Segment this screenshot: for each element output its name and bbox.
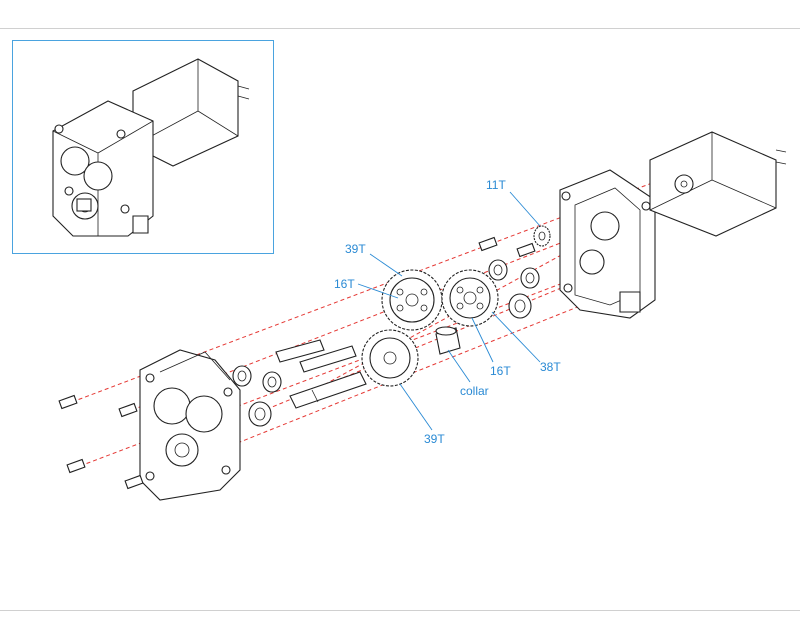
screw-2 xyxy=(118,402,138,418)
leader-lines xyxy=(357,191,541,431)
gear-39t-top xyxy=(381,269,443,331)
label-16t-left: 16T xyxy=(334,277,355,291)
label-38t-gear: 38T xyxy=(540,360,561,374)
screws xyxy=(58,236,536,490)
pinion-11t xyxy=(533,225,551,247)
screw-6 xyxy=(516,242,536,258)
left-gearbox-half xyxy=(139,349,241,501)
label-39t-top-gear: 39T xyxy=(345,242,366,256)
label-11t-pinion: 11T xyxy=(486,178,506,192)
label-collar: collar xyxy=(460,384,489,398)
gear-39t-bottom xyxy=(361,329,419,387)
bearing-2 xyxy=(262,371,282,393)
bearing-4 xyxy=(488,259,508,281)
shafts xyxy=(275,339,367,409)
collar-part xyxy=(435,326,461,355)
bearing-5 xyxy=(520,267,540,289)
inset-gearbox-body xyxy=(52,100,154,237)
screw-5 xyxy=(478,236,498,252)
screw-3 xyxy=(66,458,86,474)
motor xyxy=(649,131,787,237)
shaft-2 xyxy=(299,345,357,373)
bottom-divider xyxy=(0,610,800,611)
top-divider xyxy=(0,28,800,29)
bearing-3 xyxy=(248,401,272,427)
gear-38t xyxy=(441,269,499,327)
right-gearbox-half xyxy=(559,169,656,319)
bearings xyxy=(232,259,540,427)
output-shaft xyxy=(289,371,367,409)
bearing-1 xyxy=(232,365,252,387)
shaft-1 xyxy=(275,339,325,363)
inset-motor xyxy=(132,58,250,167)
screw-1 xyxy=(58,394,78,410)
assembled-gearbox-drawing xyxy=(52,58,250,237)
label-16t-middle: 16T xyxy=(490,364,511,378)
bearing-6 xyxy=(508,293,532,319)
assembled-view-inset xyxy=(12,40,274,254)
label-39t-bottom-gear: 39T xyxy=(424,432,445,446)
screw-4 xyxy=(124,474,144,490)
